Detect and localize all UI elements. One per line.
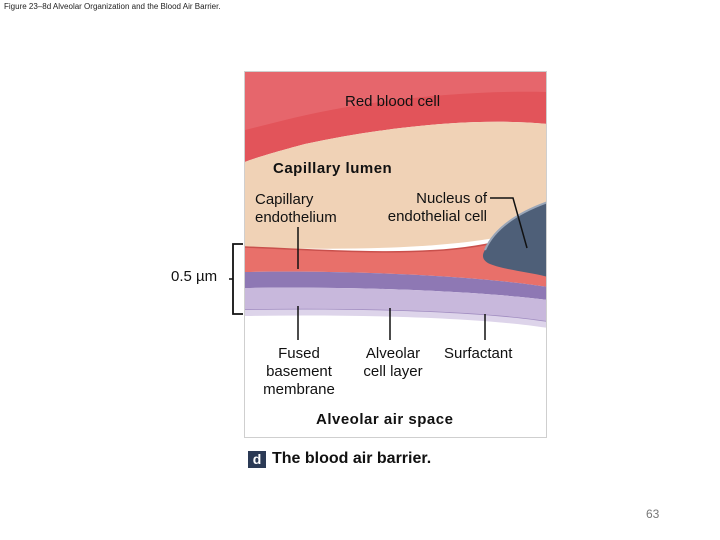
red-blood-cell-highlight bbox=[245, 72, 546, 130]
label-capillary-endothelium-line-2: endothelium bbox=[255, 209, 337, 226]
slide-title: Figure 23–8d Alveolar Organization and t… bbox=[4, 2, 221, 11]
label-capillary-lumen: Capillary lumen bbox=[273, 160, 393, 177]
surfactant-layer bbox=[245, 309, 546, 328]
alveolar-cell-layer bbox=[245, 287, 546, 322]
caption-text: The blood air barrier. bbox=[272, 450, 432, 467]
capillary-endothelium bbox=[245, 223, 546, 287]
nucleus-halo bbox=[484, 201, 546, 251]
figure-caption: d The blood air barrier. bbox=[248, 450, 431, 468]
label-alveolar-cell-line-1: Alveolar bbox=[365, 345, 421, 362]
label-alveolar-air-space: Alveolar air space bbox=[316, 411, 454, 428]
label-capillary-endothelium-line-1: Capillary bbox=[255, 191, 314, 208]
label-fused-basement-membrane: Fused basement membrane bbox=[253, 345, 345, 399]
label-nucleus-line-1: Nucleus of bbox=[416, 190, 487, 207]
label-nucleus-line-2: endothelial cell bbox=[387, 208, 487, 225]
label-capillary-endothelium: Capillary endothelium bbox=[255, 191, 337, 227]
label-alveolar-cell-layer: Alveolar cell layer bbox=[353, 345, 433, 381]
label-fused-line-1: Fused bbox=[278, 345, 320, 362]
label-fused-line-2: basement bbox=[266, 363, 332, 380]
leader-nucleus bbox=[490, 197, 528, 249]
blood-air-barrier-figure: Red blood cell Capillary lumen Capillary… bbox=[244, 71, 547, 438]
figure-illustration bbox=[245, 72, 546, 340]
label-surfactant: Surfactant bbox=[444, 345, 513, 362]
label-nucleus: Nucleus of endothelial cell bbox=[371, 190, 487, 226]
label-red-blood-cell: Red blood cell bbox=[345, 93, 441, 110]
endothelial-nucleus bbox=[482, 202, 546, 277]
basement-membrane bbox=[245, 271, 546, 300]
caption-letter-badge: d bbox=[248, 450, 266, 468]
scale-measurement: 0.5 µm bbox=[171, 268, 218, 285]
label-alveolar-cell-line-2: cell layer bbox=[363, 363, 423, 380]
capillary-lumen bbox=[245, 121, 546, 249]
page-number: 63 bbox=[646, 507, 660, 521]
label-fused-line-3: membrane bbox=[263, 381, 335, 398]
scale-bracket bbox=[229, 243, 243, 315]
